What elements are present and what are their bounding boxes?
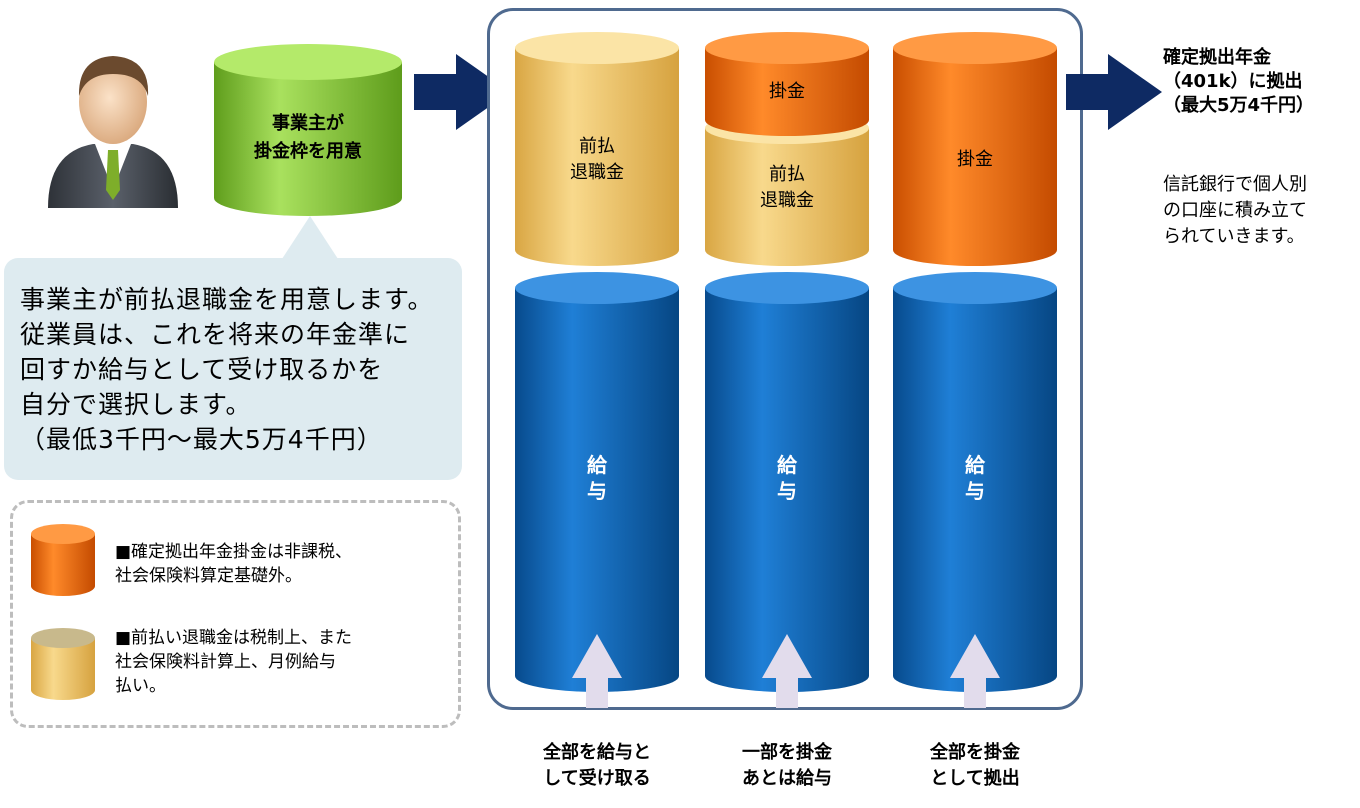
col2-salary-line1: 給: [777, 453, 797, 477]
output-arrow-icon: [1066, 54, 1162, 130]
col1-caption-line2: して受け取る: [543, 768, 651, 789]
employer-label-line2: 掛金枠を用意: [254, 141, 362, 162]
right-note-line3: られていきます。: [1163, 226, 1305, 247]
col3-up-arrow-icon: [950, 634, 1000, 708]
col3-salary-line1: 給: [965, 453, 985, 477]
col3-contribution-label: 掛金: [957, 149, 993, 170]
explanation-line4: 自分で選択します。: [20, 390, 252, 419]
right-arrow-icon: [414, 54, 510, 130]
legend-item-contribution: ■確定拠出年金掛金は非課税、 社会保険料算定基礎外。: [115, 540, 352, 588]
tan-cylinder-legend-icon: [31, 628, 95, 700]
col2-salary-label: 給 与: [705, 452, 869, 504]
col3-salary-cylinder: [893, 272, 1057, 692]
col1-prepaid-cylinder: [515, 32, 679, 266]
explanation-line5: （最低3千円〜最大5万4千円）: [20, 425, 383, 454]
col2-salary-line2: 与: [777, 479, 797, 503]
legend-item1-line2: 社会保険料算定基礎外。: [115, 566, 302, 586]
col2-caption: 一部を掛金 あとは給与: [702, 740, 872, 792]
col1-salary-line2: 与: [587, 479, 607, 503]
employer-label-line1: 事業主が: [272, 113, 344, 134]
col2-contribution-cylinder: [705, 32, 869, 136]
legend-item2-line3: 払い。: [115, 676, 166, 696]
col2-caption-line2: あとは給与: [742, 768, 832, 789]
right-title-line1: 確定拠出年金: [1163, 47, 1271, 68]
col2-salary-cylinder: [705, 272, 869, 692]
legend-item1-line1: ■確定拠出年金掛金は非課税、: [115, 542, 353, 562]
businessman-icon: [48, 56, 178, 208]
col2-up-arrow-icon: [762, 634, 812, 708]
col3-contribution-cylinder: [893, 32, 1057, 266]
col1-prepaid-line1: 前払: [579, 136, 615, 157]
col2-prepaid-label: 前払 退職金: [705, 162, 869, 214]
explanation-line2: 従業員は、これを将来の年金準に: [20, 320, 411, 349]
column-cylinders: [515, 32, 1057, 708]
col3-salary-label: 給 与: [893, 452, 1057, 504]
col1-salary-label: 給 与: [515, 452, 679, 504]
right-title-line2: （401k）に拠出: [1163, 71, 1303, 92]
right-note-line1: 信託銀行で個人別: [1163, 174, 1307, 195]
col3-caption-line2: として拠出: [930, 768, 1020, 789]
bubble-pointer: [280, 216, 340, 262]
employer-cylinder: [214, 44, 402, 216]
right-title-line3: （最大5万4千円）: [1163, 95, 1315, 116]
col1-prepaid-label: 前払 退職金: [515, 134, 679, 186]
explanation-bubble: [4, 258, 462, 480]
col3-caption: 全部を掛金 として拠出: [890, 740, 1060, 792]
legend-item2-line2: 社会保険料計算上、月例給与: [115, 652, 336, 672]
col2-prepaid-line2: 退職金: [760, 190, 814, 211]
explanation-line1: 事業主が前払退職金を用意します。: [20, 285, 434, 314]
col2-caption-line1: 一部を掛金: [742, 742, 832, 763]
employer-cylinder-label: 事業主が 掛金枠を用意: [212, 110, 404, 166]
col1-caption: 全部を給与と して受け取る: [512, 740, 682, 792]
orange-cylinder-legend-icon: [31, 524, 95, 596]
legend-item-prepaid: ■前払い退職金は税制上、また 社会保険料計算上、月例給与 払い。: [115, 626, 352, 698]
col1-up-arrow-icon: [572, 634, 622, 708]
legend-box: [10, 500, 461, 728]
col1-salary-line1: 給: [587, 453, 607, 477]
trust-bank-note: 信託銀行で個人別 の口座に積み立て られていきます。: [1163, 172, 1307, 250]
explanation-line3: 回すか給与として受け取るかを: [20, 355, 384, 384]
col1-prepaid-line2: 退職金: [570, 162, 624, 183]
legend-item2-line1: ■前払い退職金は税制上、また: [115, 628, 353, 648]
explanation-text: 事業主が前払退職金を用意します。 従業員は、これを将来の年金準に 回すか給与とし…: [20, 282, 458, 457]
col2-prepaid-line1: 前払: [769, 164, 805, 185]
col3-salary-line2: 与: [965, 479, 985, 503]
right-note-line2: の口座に積み立て: [1163, 200, 1307, 221]
col3-caption-line1: 全部を掛金: [930, 742, 1020, 763]
col2-contribution-label: 掛金: [769, 81, 805, 102]
defined-contribution-title: 確定拠出年金 （401k）に拠出 （最大5万4千円）: [1163, 46, 1314, 118]
col1-salary-cylinder: [515, 272, 679, 692]
col1-caption-line1: 全部を給与と: [543, 742, 651, 763]
